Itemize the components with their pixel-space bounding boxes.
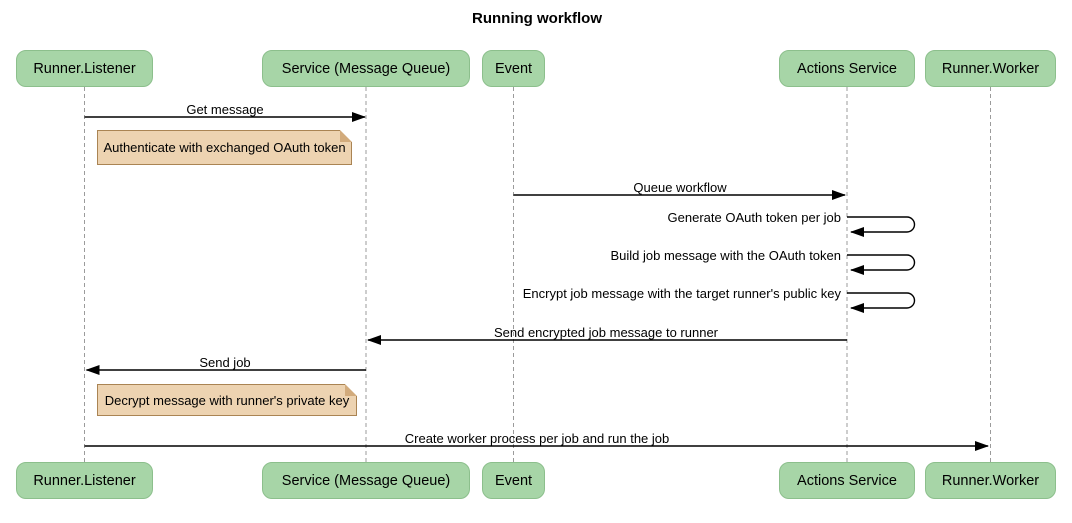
participant-event-top: Event — [482, 50, 545, 87]
message-arrows — [84, 112, 989, 451]
participant-event-bottom: Event — [482, 462, 545, 499]
message-label-generate-oauth-token: Generate OAuth token per job — [667, 210, 841, 225]
participant-actions-service-top: Actions Service — [779, 50, 915, 87]
message-label-queue-workflow: Queue workflow — [633, 180, 727, 195]
participant-runner-listener-bottom: Runner.Listener — [16, 462, 153, 499]
message-label-create-worker-process: Create worker process per job and run th… — [404, 431, 670, 446]
message-label-get-message: Get message — [186, 102, 264, 117]
participant-runner-worker-bottom: Runner.Worker — [925, 462, 1056, 499]
message-label-encrypt-job-message: Encrypt job message with the target runn… — [522, 286, 841, 301]
diagram-title: Running workflow — [472, 10, 602, 27]
participant-service-message-queue-bottom: Service (Message Queue) — [262, 462, 470, 499]
participant-runner-listener-top: Runner.Listener — [16, 50, 153, 87]
participant-service-message-queue-top: Service (Message Queue) — [262, 50, 470, 87]
note-authenticate-oauth: Authenticate with exchanged OAuth token — [97, 129, 353, 165]
message-label-build-job-message: Build job message with the OAuth token — [610, 248, 841, 263]
participant-runner-worker-top: Runner.Worker — [925, 50, 1056, 87]
participant-actions-service-bottom: Actions Service — [779, 462, 915, 499]
message-label-send-job: Send job — [199, 355, 251, 370]
self-arrow-encrypt-job-message — [847, 292, 916, 313]
self-arrow-build-job-message — [847, 254, 916, 275]
note-decrypt-message: Decrypt message with runner's private ke… — [97, 383, 358, 416]
self-arrow-generate-oauth-token — [847, 216, 916, 237]
message-label-send-encrypted-job: Send encrypted job message to runner — [493, 325, 719, 340]
